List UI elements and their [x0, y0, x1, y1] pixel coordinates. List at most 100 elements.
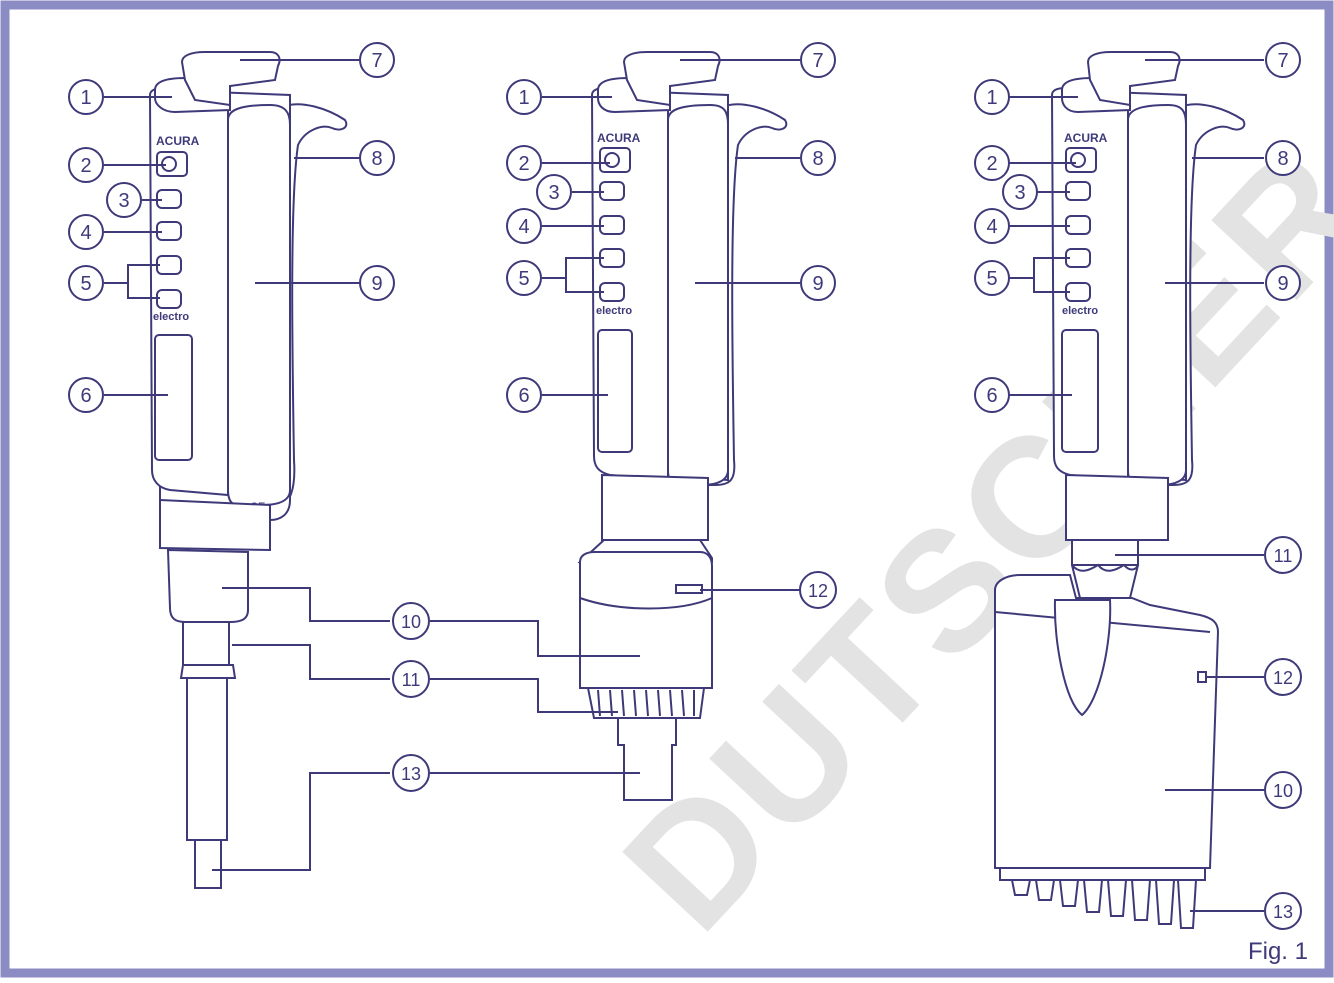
- callout-3-right: 3: [1002, 174, 1038, 210]
- ejector-button-mid: [622, 51, 721, 107]
- svg-text:2: 2: [80, 155, 91, 177]
- tip-7-right: [1154, 879, 1176, 925]
- callout-8-right: 8: [1265, 140, 1301, 176]
- brand-label-right: ACURA: [1064, 131, 1108, 145]
- shaft-upper-left: [182, 621, 230, 671]
- callout-2-mid: 2: [506, 145, 542, 181]
- callout-9-left: 9: [359, 265, 395, 301]
- tip-1-right: [1010, 879, 1032, 896]
- svg-text:9: 9: [812, 273, 823, 295]
- callout-13-right: 13: [1264, 892, 1302, 930]
- tip-cone-left: [194, 839, 222, 889]
- callout-7-mid: 7: [800, 42, 836, 78]
- callout-3-left: 3: [106, 182, 142, 218]
- button-5b-left: [156, 289, 182, 309]
- button-5a-left: [156, 255, 182, 275]
- shaft-left: [186, 677, 228, 841]
- svg-text:1: 1: [80, 87, 91, 109]
- display-mid: [597, 329, 633, 453]
- release-slot-right: [1197, 671, 1207, 683]
- svg-text:11: 11: [1274, 546, 1293, 566]
- tip-6-right: [1130, 879, 1152, 921]
- callout-12-mid: 12: [799, 571, 837, 609]
- barrel-seam-mid: [579, 597, 713, 610]
- callout-8-mid: 8: [800, 140, 836, 176]
- callout-4-mid: 4: [506, 208, 542, 244]
- svg-text:9: 9: [371, 273, 382, 295]
- leader-lines: [104, 59, 1264, 912]
- pipette-multichannel: ACURA electro CE: [994, 51, 1246, 929]
- callout-3-mid: 3: [536, 174, 572, 210]
- sub-brand-left: electro: [153, 311, 189, 323]
- svg-text:3: 3: [118, 190, 129, 212]
- finger-hook-mid: [709, 103, 788, 486]
- tip-5-right: [1106, 879, 1128, 917]
- svg-text:12: 12: [808, 581, 828, 601]
- svg-text:13: 13: [1273, 902, 1293, 922]
- sub-brand-mid: electro: [596, 305, 632, 317]
- barrel-mid: [579, 551, 713, 689]
- callouts: 1 2 3 4 5 6 7 8 9 10 11 13 1 2 3 4 5 6 7…: [68, 42, 1302, 930]
- brand-label-left: ACURA: [156, 134, 200, 148]
- sub-brand-right: electro: [1062, 305, 1098, 317]
- callout-5-left: 5: [68, 265, 104, 301]
- callout-11-shared: 11: [392, 660, 430, 698]
- tip-2-right: [1034, 879, 1056, 901]
- callout-9-right: 9: [1265, 265, 1301, 301]
- callout-4-left: 4: [68, 214, 104, 250]
- grip-mid: [667, 103, 729, 486]
- callout-9-mid: 9: [800, 265, 836, 301]
- svg-text:6: 6: [80, 385, 91, 407]
- svg-text:13: 13: [401, 764, 421, 784]
- svg-text:3: 3: [1014, 182, 1025, 204]
- svg-text:9: 9: [1277, 273, 1288, 295]
- svg-text:5: 5: [986, 268, 997, 290]
- svg-text:10: 10: [1273, 781, 1293, 801]
- lower-body-left: [159, 498, 271, 552]
- ejector-ring-left: [179, 664, 237, 679]
- release-slot-mid: [675, 584, 703, 594]
- svg-text:7: 7: [812, 50, 823, 72]
- svg-text:1: 1: [518, 87, 529, 109]
- callout-1-right: 1: [974, 79, 1010, 115]
- switch-knob-right: [1070, 152, 1086, 168]
- lower-body-mid: [601, 473, 709, 541]
- svg-text:2: 2: [986, 153, 997, 175]
- svg-text:2: 2: [518, 153, 529, 175]
- grip-right: [1127, 103, 1187, 486]
- callout-1-mid: 1: [506, 79, 542, 115]
- svg-text:8: 8: [812, 148, 823, 170]
- svg-text:3: 3: [548, 182, 559, 204]
- callout-8-left: 8: [359, 140, 395, 176]
- figure-caption: Fig. 1: [1247, 938, 1308, 965]
- tip-4-right: [1082, 879, 1104, 913]
- ejector-button-left: [180, 51, 281, 107]
- pipette-drawings: ACURA electro CE: [104, 51, 1264, 929]
- tip-cone-mid: [617, 717, 677, 801]
- callout-7-right: 7: [1265, 42, 1301, 78]
- tip-3-right: [1058, 879, 1080, 907]
- callout-6-mid: 6: [506, 377, 542, 413]
- svg-text:12: 12: [1273, 668, 1293, 688]
- ring-knurl-right: [1071, 563, 1139, 599]
- callout-5-right: 5: [974, 260, 1010, 296]
- tip-rail-right: [999, 867, 1206, 881]
- manifold-neck-right: [1053, 599, 1112, 717]
- callout-10-right: 10: [1264, 771, 1302, 809]
- tip-8-right: [1176, 879, 1198, 929]
- svg-text:4: 4: [518, 216, 529, 238]
- svg-text:5: 5: [80, 273, 91, 295]
- ejector-ring-right: [1071, 539, 1139, 566]
- svg-text:4: 4: [986, 216, 997, 238]
- pipette-single-channel: ACURA electro CE: [148, 51, 348, 889]
- callout-4-right: 4: [974, 208, 1010, 244]
- svg-text:6: 6: [518, 385, 529, 407]
- svg-text:11: 11: [402, 670, 421, 690]
- manifold-housing-right: [994, 574, 1220, 869]
- svg-text:8: 8: [1277, 148, 1288, 170]
- grip-left: [227, 103, 291, 506]
- callout-11-right: 11: [1264, 536, 1302, 574]
